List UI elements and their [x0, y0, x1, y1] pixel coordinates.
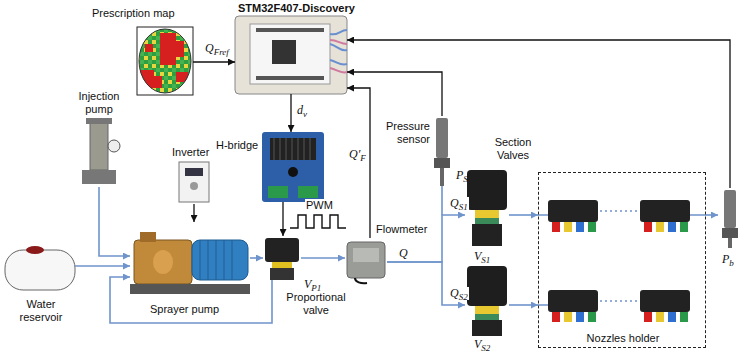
- map-node: Prescription map: [137, 27, 193, 95]
- pressure-sensor-node: Pressure sensorPS: [432, 116, 452, 186]
- map-image: [137, 27, 193, 95]
- math-subscript: v: [303, 109, 307, 119]
- math-base: Q′: [349, 147, 360, 161]
- connector: [347, 40, 730, 188]
- sprayer-pump-node: Sprayer pump: [130, 222, 250, 300]
- symbol-label: VP1: [304, 277, 321, 291]
- edge-label: QFref: [204, 42, 230, 55]
- h-bridge-node: H-bridge: [262, 132, 324, 202]
- connector: [282, 202, 283, 236]
- nozzle-illustration: [640, 290, 690, 322]
- component-label: Injection pump: [70, 90, 128, 116]
- nozzle-illustration: [640, 200, 690, 232]
- nozzle-illustration: [548, 200, 598, 232]
- symbol-label: VS1: [474, 249, 490, 263]
- math-subscript: b: [729, 258, 734, 268]
- section-valve-illustration: [467, 266, 507, 336]
- edge-label: PWM: [305, 199, 334, 212]
- math-base: P: [456, 168, 463, 182]
- reservoir-illustration: [5, 246, 75, 290]
- group-label: Nozzles holder: [539, 332, 707, 345]
- pb-sensor-illustration: [722, 190, 738, 248]
- math-base: Q: [205, 41, 214, 55]
- connector: [387, 262, 465, 305]
- controller-illustration: [235, 16, 347, 94]
- inverter-illustration: [179, 162, 209, 202]
- edge-label: dv: [296, 104, 308, 117]
- flowmeter-node: Flowmeter: [345, 238, 387, 284]
- connector: [250, 257, 263, 259]
- symbol-label: Pb: [722, 252, 734, 266]
- pb-sensor-node: Pb: [718, 188, 742, 248]
- board-title: STM32F407-Discovery: [238, 2, 355, 15]
- math-base: P: [722, 252, 729, 266]
- connector: [193, 61, 235, 62]
- math-subscript: F: [360, 153, 366, 163]
- component-label: Sprayer pump: [150, 303, 219, 316]
- component-label: Inverter: [172, 146, 209, 159]
- connector: [509, 304, 538, 306]
- math-base: Q: [450, 196, 459, 210]
- symbol-label: VS2: [474, 337, 490, 351]
- connector: [301, 257, 345, 259]
- math-subscript: S: [463, 174, 468, 184]
- math-subscript: S1: [459, 202, 468, 212]
- nozzle-pipe: [538, 215, 706, 305]
- connector: [387, 215, 465, 262]
- map-title: Prescription map: [92, 7, 175, 20]
- connector: [509, 214, 538, 216]
- math-subscript: S2: [459, 292, 468, 302]
- nozzles-holder-box: Nozzles holder: [538, 172, 706, 348]
- math-base: V: [304, 277, 311, 291]
- pwm-waveform: [290, 215, 346, 228]
- math-base: V: [474, 249, 481, 263]
- controller-node: STM32F407-Discovery: [235, 16, 347, 94]
- math-subscript: Fref: [214, 47, 229, 57]
- group-label: Section Valves: [486, 136, 540, 162]
- math-base: Q: [450, 286, 459, 300]
- symbol-label: Q: [399, 246, 408, 260]
- pressure-sensor-illustration: [434, 118, 450, 186]
- reservoir-node: Water reservoir: [5, 240, 75, 295]
- math-base: V: [474, 337, 481, 351]
- math-base: Q: [399, 246, 408, 260]
- connector: [99, 187, 130, 256]
- section-valve-node: VS1: [465, 168, 509, 246]
- proportional-valve-illustration: [265, 238, 299, 280]
- section-valve-illustration: [467, 170, 507, 246]
- component-label: Pressure sensor: [380, 120, 430, 146]
- inverter-node: Inverter: [177, 160, 211, 204]
- nozzle-dotted-pipe: [600, 211, 638, 301]
- flowmeter-illustration: [347, 242, 385, 283]
- injection-pump-illustration: [82, 118, 120, 184]
- math-base: d: [297, 103, 303, 117]
- injection-pump-node: Injection pump: [78, 117, 120, 187]
- edge-label: QS2: [449, 287, 469, 300]
- symbol-label: PS: [456, 168, 468, 182]
- edge-label: QS1: [449, 197, 469, 210]
- section-valve-node: VS2: [465, 264, 509, 336]
- edge-label: Q′F: [348, 148, 367, 161]
- h-bridge-illustration: [262, 132, 324, 202]
- connector: [706, 214, 718, 216]
- connector: [347, 72, 442, 116]
- connector: [347, 88, 370, 238]
- sensor-pipe: [441, 186, 443, 215]
- math-subscript: S2: [481, 343, 490, 353]
- connector: [193, 204, 194, 222]
- component-label: Proportional valve: [282, 291, 350, 317]
- proportional-valve-node: VP1Proportional valve: [263, 236, 301, 280]
- component-label: Water reservoir: [12, 298, 70, 324]
- connector: [290, 94, 291, 132]
- connector: [110, 277, 272, 323]
- math-subscript: S1: [481, 255, 490, 265]
- sprayer-pump-illustration: [130, 232, 250, 294]
- connector: [75, 265, 130, 267]
- component-label: H-bridge: [216, 139, 258, 152]
- nozzle-illustration: [548, 290, 598, 322]
- component-label: Flowmeter: [376, 223, 427, 236]
